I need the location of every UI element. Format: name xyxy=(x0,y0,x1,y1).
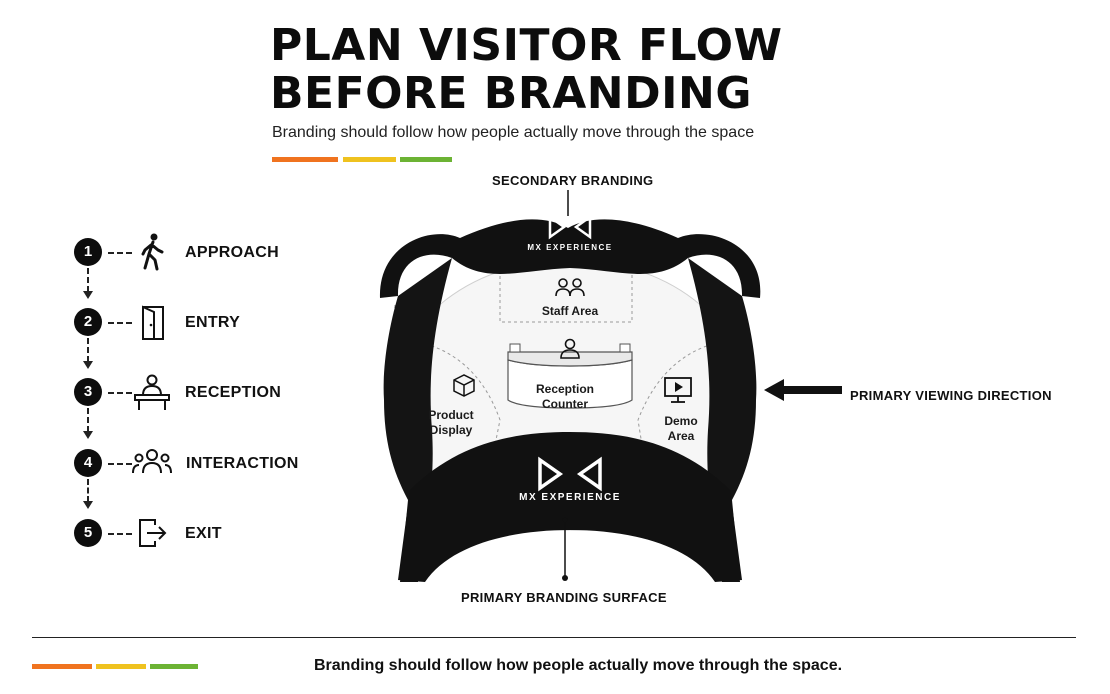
step-connector xyxy=(108,322,132,324)
walking-person-icon xyxy=(141,233,164,271)
flow-arrow-icon xyxy=(83,291,93,299)
viewing-direction-arrow-icon xyxy=(764,379,842,401)
flow-arrow-icon xyxy=(83,361,93,369)
step-number-1: 1 xyxy=(74,238,102,266)
step-label-exit: EXIT xyxy=(185,525,222,542)
tent-illustration xyxy=(379,190,761,582)
zone-product-display: Product Display xyxy=(428,408,474,437)
zone-reception-counter: Reception Counter xyxy=(535,382,594,411)
exit-icon xyxy=(139,519,167,547)
brand-name-front: MX EXPERIENCE xyxy=(519,492,621,503)
front-panel xyxy=(398,432,742,582)
footer-accent-orange xyxy=(32,664,92,669)
flow-arrow-icon xyxy=(83,431,93,439)
flow-line xyxy=(87,479,89,502)
primary-viewing-direction-label: PRIMARY VIEWING DIRECTION xyxy=(850,388,1052,403)
brand-name-top: MX EXPERIENCE xyxy=(527,243,613,252)
group-icon xyxy=(132,449,172,474)
product-box-icon xyxy=(453,374,475,397)
title-line-1: PLAN VISITOR FLOW xyxy=(270,20,783,71)
step-label-approach: APPROACH xyxy=(185,244,279,261)
primary-branding-surface-label: PRIMARY BRANDING SURFACE xyxy=(461,590,667,605)
right-leg xyxy=(688,258,757,582)
step-connector xyxy=(108,392,132,394)
left-leg xyxy=(383,258,452,582)
door-icon xyxy=(142,305,164,340)
step-connector xyxy=(108,533,132,535)
step-number-2: 2 xyxy=(74,308,102,336)
step-number-3: 3 xyxy=(74,378,102,406)
footer-divider xyxy=(32,637,1076,638)
step-label-interaction: INTERACTION xyxy=(186,455,299,472)
reception-desk-icon xyxy=(134,374,170,410)
step-label-reception: RECEPTION xyxy=(185,384,282,401)
mx-logo-front-icon xyxy=(538,456,602,492)
flow-arrow-icon xyxy=(83,501,93,509)
monitor-play-icon xyxy=(664,377,692,403)
back-arch xyxy=(379,219,761,298)
step-label-entry: ENTRY xyxy=(185,314,241,331)
accent-bar-yellow xyxy=(343,157,396,162)
footer-text: Branding should follow how people actual… xyxy=(314,657,843,674)
footer-accent-yellow xyxy=(96,664,146,669)
step-connector xyxy=(108,252,132,254)
staff-icon xyxy=(555,278,585,297)
flow-line xyxy=(87,408,89,432)
flow-line xyxy=(87,338,89,362)
zone-demo-area: Demo Area xyxy=(664,414,698,443)
mx-logo-top-icon xyxy=(548,214,592,240)
footer-accent-green xyxy=(150,664,198,669)
zone-staff-area: Staff Area xyxy=(541,304,599,318)
step-number-5: 5 xyxy=(74,519,102,547)
accent-bar-green xyxy=(400,157,452,162)
step-connector xyxy=(108,463,132,465)
flow-line xyxy=(87,268,89,292)
secondary-branding-label: SECONDARY BRANDING xyxy=(492,173,654,188)
step-number-4: 4 xyxy=(74,449,102,477)
receptionist-icon xyxy=(560,338,580,359)
subtitle: Branding should follow how people actual… xyxy=(272,124,755,141)
page-title: PLAN VISITOR FLOW BEFORE BRANDING xyxy=(270,22,830,118)
title-line-2: BEFORE BRANDING xyxy=(270,68,752,119)
accent-bar-orange xyxy=(272,157,338,162)
